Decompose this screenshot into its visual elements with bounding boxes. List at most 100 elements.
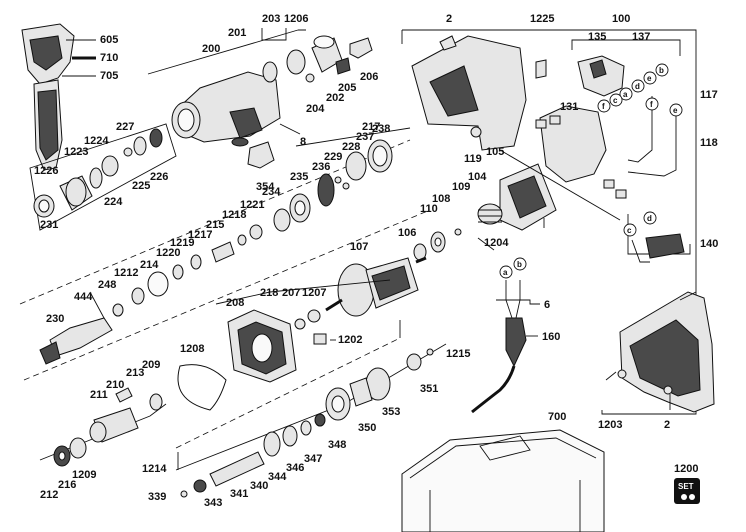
- svg-text:b: b: [659, 66, 664, 75]
- label-340: 340: [250, 480, 268, 492]
- label-229: 229: [324, 151, 342, 163]
- switch-callouts: b e d a c f f e c d: [597, 63, 683, 237]
- label-215: 215: [206, 219, 224, 231]
- label-203: 203: [262, 13, 280, 25]
- motor-housing-shell: [605, 291, 715, 413]
- label-605: 605: [100, 34, 118, 46]
- callout-a: [619, 87, 633, 101]
- label-110: 110: [420, 203, 438, 215]
- label-231: 231: [40, 219, 58, 231]
- label-228: 228: [342, 141, 360, 153]
- callout-cable-b: [513, 257, 527, 271]
- svg-text:c: c: [627, 226, 632, 235]
- svg-text:c: c: [613, 96, 618, 105]
- label-230: 230: [46, 313, 64, 325]
- callout-suppressor-c: [623, 223, 637, 237]
- svg-text:d: d: [647, 214, 652, 223]
- label-1214: 1214: [142, 463, 167, 475]
- label-238: 238: [372, 123, 390, 135]
- label-107: 107: [350, 241, 368, 253]
- callout-wire-f: [645, 97, 659, 111]
- callout-cable-a: [499, 265, 513, 279]
- label-1220: 1220: [156, 247, 180, 259]
- svg-text:a: a: [623, 90, 628, 99]
- label-208: 208: [226, 297, 244, 309]
- label-135: 135: [588, 31, 606, 43]
- label-354: 354: [256, 181, 275, 193]
- label-2-top: 2: [446, 13, 452, 25]
- label-1219: 1219: [170, 237, 194, 249]
- label-105: 105: [486, 146, 504, 158]
- label-1206: 1206: [284, 13, 308, 25]
- label-343: 343: [204, 497, 222, 509]
- label-1218: 1218: [222, 209, 246, 221]
- label-353: 353: [382, 406, 400, 418]
- label-1212: 1212: [114, 267, 138, 279]
- gear-case: [177, 279, 391, 411]
- label-131: 131: [560, 101, 578, 113]
- label-104: 104: [468, 171, 487, 183]
- callout-b: [655, 63, 669, 77]
- armature: [325, 256, 427, 317]
- svg-text:b: b: [517, 260, 522, 269]
- label-117: 117: [700, 89, 718, 101]
- label-347: 347: [304, 453, 322, 465]
- label-100: 100: [612, 13, 630, 25]
- label-210: 210: [106, 379, 124, 391]
- label-8: 8: [300, 136, 306, 148]
- label-137: 137: [632, 31, 650, 43]
- label-204: 204: [306, 103, 325, 115]
- label-2-bottom: 2: [664, 419, 670, 431]
- svg-text:d: d: [635, 82, 640, 91]
- label-700: 700: [548, 411, 566, 423]
- label-1215: 1215: [446, 348, 470, 360]
- label-344: 344: [268, 471, 287, 483]
- callout-c: [609, 93, 623, 107]
- label-705: 705: [100, 70, 118, 82]
- label-346: 346: [286, 462, 304, 474]
- label-211: 211: [90, 389, 108, 401]
- label-207: 207: [282, 287, 300, 299]
- label-6: 6: [544, 299, 550, 311]
- callout-f: [597, 99, 611, 113]
- carry-case: [401, 429, 605, 532]
- set-badge-text: SET: [678, 482, 694, 491]
- label-109: 109: [452, 181, 470, 193]
- svg-text:f: f: [602, 102, 605, 111]
- callout-e: [643, 71, 657, 85]
- label-201: 201: [228, 27, 246, 39]
- label-218: 218: [260, 287, 278, 299]
- label-1204: 1204: [484, 237, 509, 249]
- label-106: 106: [398, 227, 416, 239]
- label-1209: 1209: [72, 469, 96, 481]
- label-224: 224: [104, 196, 123, 208]
- label-1203: 1203: [598, 419, 622, 431]
- label-1208: 1208: [180, 343, 204, 355]
- svg-text:a: a: [503, 268, 508, 277]
- label-1226: 1226: [34, 165, 58, 177]
- label-348: 348: [328, 439, 346, 451]
- gear-housing-group: [147, 28, 373, 169]
- svg-text:f: f: [650, 100, 653, 109]
- label-226: 226: [150, 171, 168, 183]
- label-212: 212: [40, 489, 58, 501]
- label-140: 140: [700, 238, 718, 250]
- callout-d: [631, 79, 645, 93]
- label-1225: 1225: [530, 13, 554, 25]
- label-236: 236: [312, 161, 330, 173]
- label-237: 237: [356, 131, 374, 143]
- label-1221: 1221: [240, 199, 264, 211]
- label-214: 214: [140, 259, 159, 271]
- tool-holder-chain: [19, 127, 431, 381]
- label-216: 216: [58, 479, 76, 491]
- cable-callouts: a b: [499, 257, 527, 279]
- label-1223: 1223: [64, 146, 88, 158]
- label-351: 351: [420, 383, 438, 395]
- label-1224: 1224: [84, 135, 109, 147]
- label-1202: 1202: [338, 334, 362, 346]
- label-108: 108: [432, 193, 450, 205]
- label-710: 710: [100, 52, 118, 64]
- label-160: 160: [542, 331, 560, 343]
- label-213: 213: [126, 367, 144, 379]
